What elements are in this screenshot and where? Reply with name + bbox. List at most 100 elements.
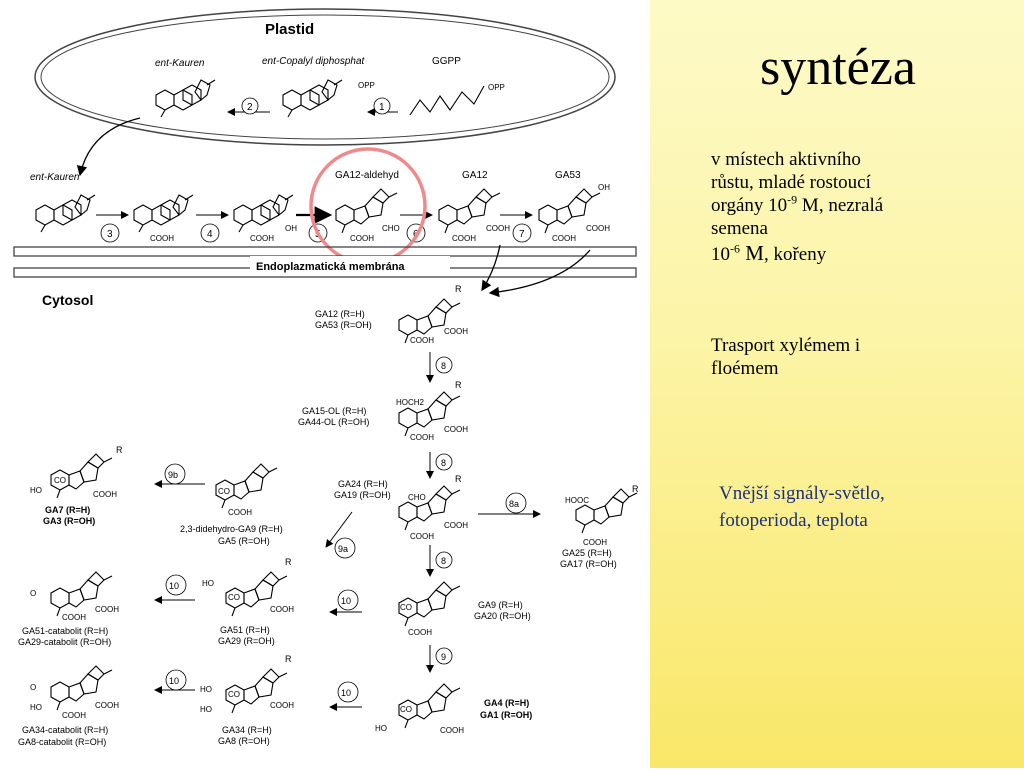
ho-label: HO <box>30 486 42 495</box>
note-l5-b: , kořeny <box>763 244 827 265</box>
cooh-label-row: COOH <box>552 234 576 243</box>
ga9-r-label: GA9 (R=H) <box>478 600 523 610</box>
step-10a: 10 <box>341 596 351 606</box>
cooh-label: COOH <box>95 701 119 710</box>
ga12-aldehyde-highlight <box>309 147 427 265</box>
step-10b: 10 <box>169 581 179 591</box>
note-l3-exp: -9 <box>787 192 798 207</box>
r-label: R <box>455 474 462 484</box>
co-label: CO <box>400 705 412 714</box>
note-l3-b: M, nezralá <box>797 195 884 216</box>
cooh-label: COOH <box>93 490 117 499</box>
step-2: 2 <box>247 102 253 113</box>
co-label: CO <box>400 603 412 612</box>
cooh-label: COOH <box>228 508 252 517</box>
note-l3-a: orgány 10 <box>711 195 788 216</box>
plastid-exit-arrow <box>76 117 141 177</box>
ggpp-chain <box>409 85 485 116</box>
signals-line-2: fotoperioda, teplota <box>719 510 868 531</box>
r-label: R <box>285 654 292 664</box>
ga8-catabolite-label: GA8-catabolit (R=OH) <box>18 737 106 747</box>
ent-kaurene-er-structure <box>35 194 96 233</box>
ga15-r-label: GA15-OL (R=H) <box>302 406 366 416</box>
cho-label: CHO <box>382 224 400 233</box>
didehydro-ga9-structure <box>215 463 278 509</box>
step-10d: 10 <box>169 676 179 686</box>
ga20-r-label: GA20 (R=OH) <box>474 611 531 621</box>
ho-label: HO <box>200 705 212 714</box>
note-l5-exp: -6 <box>730 241 740 256</box>
ga53-r-label: GA53 (R=OH) <box>315 320 372 330</box>
cooh-label: COOH <box>583 538 607 547</box>
ga7-r-label: GA7 (R=H) <box>45 505 90 515</box>
note-l5-a: 10 <box>711 244 730 265</box>
note-line-4: semena <box>711 218 768 239</box>
o-label: O <box>30 683 36 692</box>
ent-cpp-label: ent-Copalyl diphosphat <box>262 56 366 67</box>
oh-label: OH <box>285 224 297 233</box>
ga5-r-label: GA5 (R=OH) <box>218 536 270 546</box>
cytosol-label: Cytosol <box>42 292 93 308</box>
pathway-diagram: Plastid ent-Kauren ent-Copalyl diphospha… <box>13 8 639 747</box>
cooh-label: COOH <box>444 425 468 434</box>
note-line-5: 10-6 M, kořeny <box>711 242 826 266</box>
step-1: 1 <box>379 102 385 113</box>
didehydro-ga9-label: 2,3-didehydro-GA9 (R=H) <box>180 524 283 534</box>
cooh-label-row: COOH <box>486 224 510 233</box>
ent-kaurene-row-label: ent-Kauren <box>30 172 80 183</box>
signals-line-1: Vnější signály-světlo, <box>719 483 885 504</box>
transport-line-1: Trasport xylémem i <box>711 335 861 356</box>
note-line-2: růstu, mladé rostoucí <box>711 172 871 193</box>
plastid-outline <box>34 8 616 146</box>
ent-kaurenol-structure <box>133 194 194 233</box>
note-l5-m: M <box>740 241 764 265</box>
co-label: CO <box>228 690 240 699</box>
note-line-3: orgány 10-9 M, nezralá <box>711 194 883 217</box>
ho-label: HO <box>30 703 42 712</box>
r-label: R <box>285 557 292 567</box>
cooh-label: COOH <box>62 613 86 622</box>
cooh-label-row: COOH <box>150 234 174 243</box>
o-label: O <box>30 589 36 598</box>
cooh-label: COOH <box>410 433 434 442</box>
gibberellin-pathway-figure: Plastid ent-Kauren ent-Copalyl diphospha… <box>13 8 639 747</box>
r-label: R <box>455 284 462 294</box>
step-10c: 10 <box>341 688 351 698</box>
step-7: 7 <box>519 229 525 240</box>
cooh-label: COOH <box>95 605 119 614</box>
cooh-label: COOH <box>410 532 434 541</box>
transport-line-2: floémem <box>711 358 779 379</box>
step-4: 4 <box>207 229 213 240</box>
step-3: 3 <box>107 229 113 240</box>
cooh-label: COOH <box>408 628 432 637</box>
opp-label-ggpp: OPP <box>488 83 505 92</box>
ga34-catabolite-label: GA34-catabolit (R=H) <box>22 725 108 735</box>
oh-label: OH <box>598 183 610 192</box>
step-8b: 8 <box>441 458 446 468</box>
ga44-r-label: GA44-OL (R=OH) <box>298 417 369 427</box>
step-8a: 8a <box>509 499 519 509</box>
cooh-label: COOH <box>270 701 294 710</box>
ga51-r-label: GA51 (R=H) <box>220 625 270 635</box>
ho-label: HO <box>200 685 212 694</box>
ga12-label: GA12 <box>462 170 488 181</box>
cooh-label: COOH <box>62 711 86 720</box>
hoch2-label: HOCH2 <box>396 398 425 407</box>
ga19-r-label: GA19 (R=OH) <box>334 490 391 500</box>
slide-title: syntéza <box>760 39 916 96</box>
ga17-r-label: GA17 (R=OH) <box>560 559 617 569</box>
er-membrane-upper <box>13 246 637 257</box>
step-8c: 8 <box>441 556 446 566</box>
cooh-label-row: COOH <box>452 234 476 243</box>
cooh-label: COOH <box>410 336 434 345</box>
ent-kaurene-structure <box>155 79 216 118</box>
ga25-r-label: GA25 (R=H) <box>562 548 612 558</box>
co-label: CO <box>54 476 66 485</box>
ho-label: HO <box>202 579 214 588</box>
ga29-catabolite-label: GA29-catabolit (R=OH) <box>18 637 111 647</box>
cooh-label: COOH <box>444 521 468 530</box>
cooh-label-row: COOH <box>250 234 274 243</box>
r-label: R <box>632 484 639 494</box>
ga24-r-label: GA24 (R=H) <box>338 479 388 489</box>
